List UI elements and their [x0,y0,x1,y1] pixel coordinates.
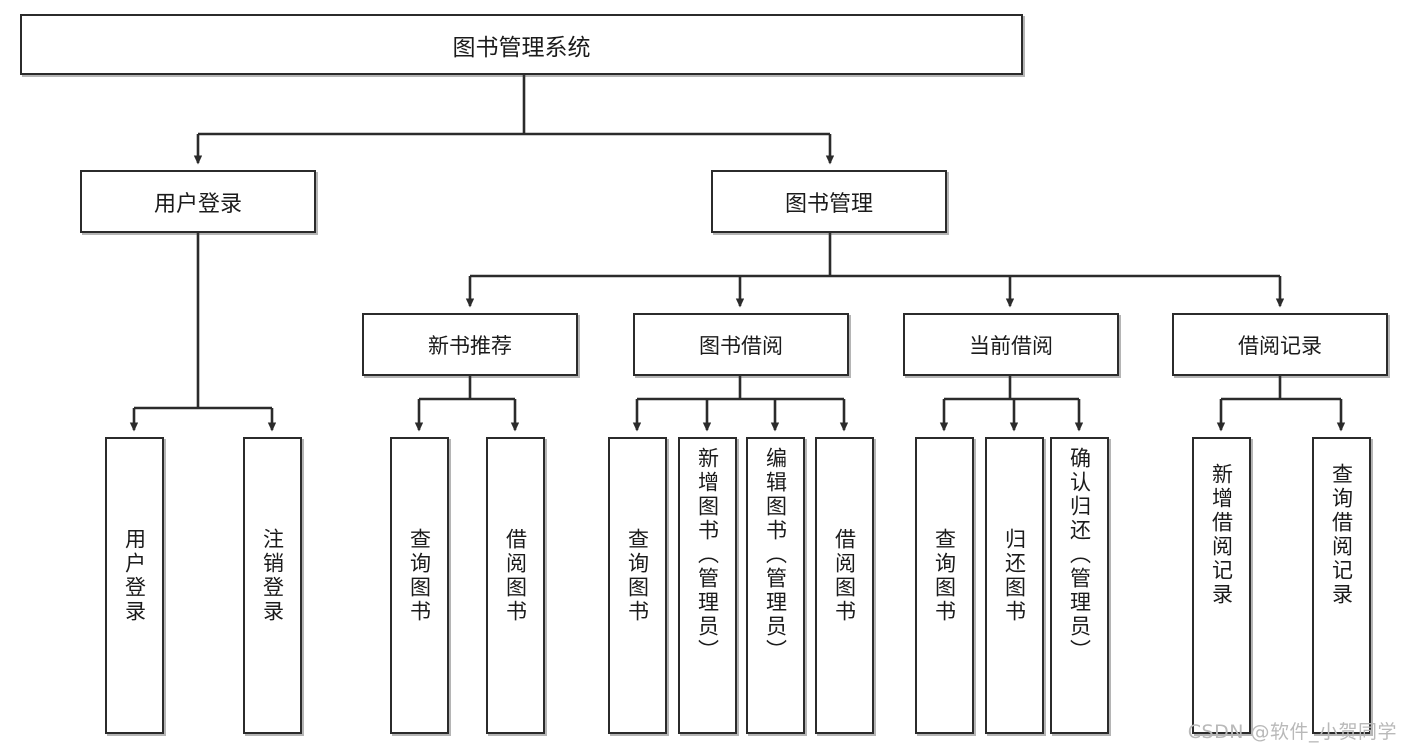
node-label: 当前借阅 [969,333,1053,358]
leaf-user-login-login[interactable]: 用户登录 [105,437,164,734]
leaf-current-borrow-confirm-return-admin[interactable]: 确认归还（管理员） [1050,437,1109,734]
leaf-label: 归还图书 [1002,528,1027,624]
leaf-user-login-logout[interactable]: 注销登录 [243,437,302,734]
node-book-borrow[interactable]: 图书借阅 [633,313,849,376]
leaf-new-book-query-book[interactable]: 查询图书 [390,437,449,734]
node-book-management[interactable]: 图书管理 [711,170,947,233]
leaf-label: 查询借阅记录 [1329,463,1354,607]
leaf-current-borrow-query-book[interactable]: 查询图书 [915,437,974,734]
leaf-label: 借阅图书 [832,528,857,624]
node-label: 图书管理系统 [452,34,591,61]
leaf-label: 查询图书 [625,528,650,624]
leaf-book-borrow-add-book-admin[interactable]: 新增图书（管理员） [678,437,737,734]
node-label: 新书推荐 [428,333,512,358]
leaf-new-book-borrow-book[interactable]: 借阅图书 [486,437,545,734]
leaf-borrow-record-query-record[interactable]: 查询借阅记录 [1312,437,1371,734]
node-borrow-record[interactable]: 借阅记录 [1172,313,1388,376]
node-label: 图书管理 [784,191,873,217]
node-label: 用户登录 [153,191,242,217]
node-user-login[interactable]: 用户登录 [80,170,316,233]
leaf-book-borrow-query-book[interactable]: 查询图书 [608,437,667,734]
leaf-label: 用户登录 [122,528,147,624]
leaf-label: 新增图书（管理员） [695,447,720,663]
node-root-book-management-system[interactable]: 图书管理系统 [20,14,1023,75]
node-new-book-recommend[interactable]: 新书推荐 [362,313,578,376]
watermark-text: CSDN @软件_小贺同学 [1187,721,1397,743]
leaf-label: 注销登录 [260,528,285,624]
leaf-current-borrow-return-book[interactable]: 归还图书 [985,437,1044,734]
leaf-label: 借阅图书 [503,528,528,624]
leaf-label: 查询图书 [407,528,432,624]
leaf-label: 查询图书 [932,528,957,624]
leaf-book-borrow-borrow-book[interactable]: 借阅图书 [815,437,874,734]
node-label: 图书借阅 [699,333,783,358]
leaf-label: 新增借阅记录 [1209,463,1234,607]
leaf-label: 编辑图书（管理员） [763,447,788,663]
leaf-borrow-record-add-record[interactable]: 新增借阅记录 [1192,437,1251,734]
node-current-borrow[interactable]: 当前借阅 [903,313,1119,376]
leaf-book-borrow-edit-book-admin[interactable]: 编辑图书（管理员） [746,437,805,734]
node-label: 借阅记录 [1238,333,1322,358]
leaf-label: 确认归还（管理员） [1067,447,1092,663]
